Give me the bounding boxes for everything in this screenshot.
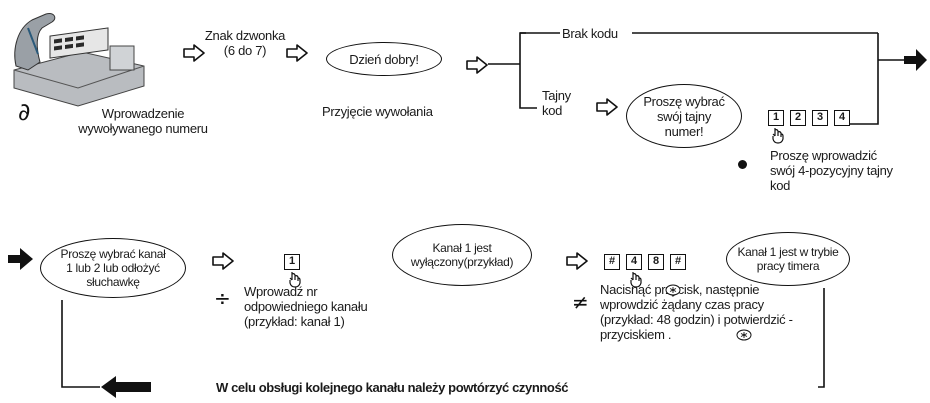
enter-code-caption: Proszę wprowadzić swój 4-pozycyjny tajny…: [770, 148, 893, 193]
divide-symbol: ÷: [214, 286, 231, 310]
enter-code-bubble: Proszę wybrać swój tajny numer!: [626, 84, 742, 148]
key-2[interactable]: 2: [790, 110, 806, 126]
channel-off-bubble: Kanał 1 jest wyłączony(przykład): [392, 224, 532, 286]
not-equal-symbol: ≠: [572, 290, 589, 314]
partial-symbol: ∂: [18, 98, 31, 126]
star-button-icon: [736, 329, 752, 341]
key-3[interactable]: 3: [812, 110, 828, 126]
secret-code-label: Tajny kod: [542, 88, 571, 118]
ring-signal-label: Znak dzwonka (6 do 7): [204, 28, 286, 58]
key-4[interactable]: 4: [626, 254, 642, 270]
greeting-bubble: Dzień dobry!: [326, 42, 442, 76]
telephone-icon: [13, 13, 145, 107]
key-1[interactable]: 1: [284, 254, 300, 270]
arrow-right-icon: [212, 252, 234, 270]
star-button-icon: [665, 284, 681, 296]
timer-caption: Nacisnąć przycisk, następnie wprowdzić ż…: [600, 282, 793, 342]
arrow-right-icon: [286, 44, 308, 62]
accept-call-caption: Przyjęcie wywołania: [322, 104, 433, 119]
key-hash[interactable]: #: [604, 254, 620, 270]
arrow-right-icon: [566, 252, 588, 270]
arrow-right-solid-icon: [904, 49, 927, 71]
footer-note: W celu obsługi kolejnego kanału należy p…: [216, 380, 569, 395]
caller-caption: Wprowadzenie wywoływanego numeru: [78, 106, 208, 136]
bullet-dot: [738, 160, 747, 169]
arrow-right-solid-icon: [8, 248, 33, 270]
arrow-right-icon: [596, 98, 618, 116]
pointing-hand-icon: [772, 128, 784, 144]
pointing-hand-icon: [630, 272, 642, 288]
pointing-hand-icon: [289, 272, 301, 288]
key-1[interactable]: 1: [768, 110, 784, 126]
arrow-right-icon: [466, 56, 488, 74]
arrow-right-icon: [183, 44, 205, 62]
no-code-label: Brak kodu: [562, 26, 632, 41]
key-8[interactable]: 8: [648, 254, 664, 270]
choose-channel-bubble: Proszę wybrać kanał 1 lub 2 lub odłożyć …: [40, 238, 186, 298]
timer-mode-bubble: Kanał 1 jest w trybie pracy timera: [726, 232, 850, 286]
key-4[interactable]: 4: [834, 110, 850, 126]
arrow-left-solid-icon: [101, 376, 151, 398]
channel-caption: Wprowadź nr odpowiedniego kanału (przykł…: [244, 284, 368, 329]
key-hash[interactable]: #: [670, 254, 686, 270]
